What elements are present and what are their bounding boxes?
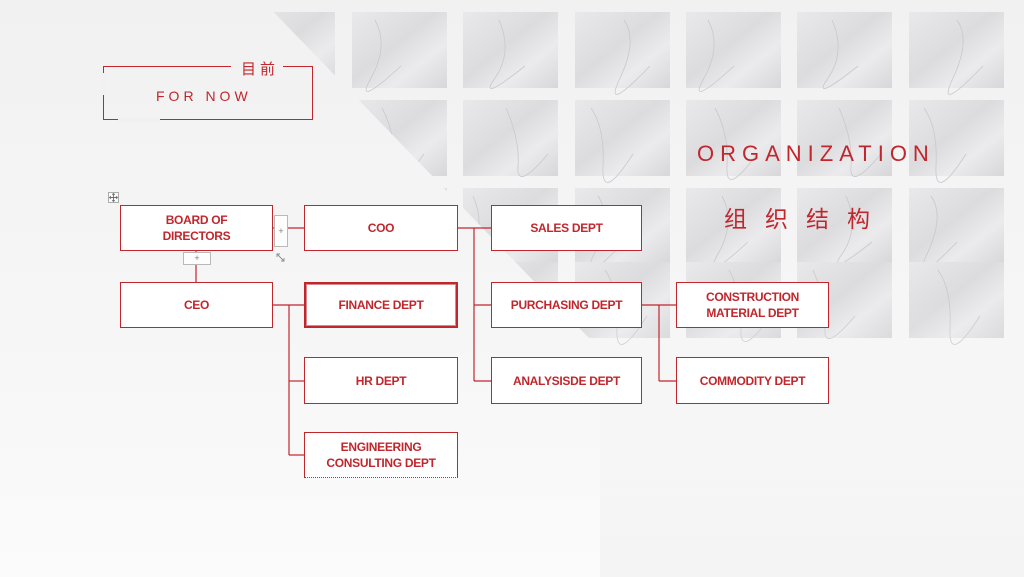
node-purchasing-dept[interactable]: PURCHASING DEPT	[491, 282, 642, 328]
move-arrows-icon[interactable]	[108, 192, 119, 203]
marble-vein	[822, 19, 859, 89]
marble-tile	[909, 12, 1004, 88]
marble-tile	[686, 188, 781, 264]
marble-vein	[836, 195, 873, 265]
marble-vein	[838, 107, 882, 177]
marble-tile	[463, 100, 558, 176]
node-engineering-consulting-dept[interactable]: ENGINEERING CONSULTING DEPT	[304, 432, 458, 478]
marble-vein	[712, 195, 749, 268]
marble-tile	[686, 12, 781, 88]
node-board-of-directors[interactable]: BOARD OF DIRECTORS	[120, 205, 273, 251]
marble-vein	[947, 19, 984, 95]
marble-vein	[698, 19, 735, 92]
marble-tile	[686, 100, 781, 176]
marble-tile	[797, 100, 892, 176]
marble-tile	[463, 12, 558, 88]
expand-below-handle[interactable]: +	[183, 252, 211, 265]
page-title-cn: 组织结构	[724, 207, 888, 233]
marble-vein	[489, 19, 526, 89]
node-ceo[interactable]: CEO	[120, 282, 273, 328]
node-commodity-dept[interactable]: COMMODITY DEPT	[676, 357, 829, 404]
section-label-cn: 目前	[241, 60, 280, 78]
marble-vein	[365, 19, 402, 92]
page-title: ORGANIZATION	[697, 141, 935, 166]
marble-vein	[923, 107, 967, 183]
marble-tile	[797, 12, 892, 88]
marble-tile	[352, 12, 447, 88]
resize-arrows-icon[interactable]	[275, 252, 286, 263]
section-label-en: FOR NOW	[156, 88, 252, 104]
marble-tile	[909, 100, 1004, 176]
node-sales-dept[interactable]: SALES DEPT	[491, 205, 642, 251]
marble-tile	[575, 12, 670, 88]
node-finance-dept[interactable]: FINANCE DEPT	[304, 282, 458, 328]
node-hr-dept[interactable]: HR DEPT	[304, 357, 458, 404]
section-label-frame	[100, 63, 313, 123]
marble-tile	[797, 188, 892, 264]
marble-tile	[909, 188, 1004, 264]
marble-vein	[614, 19, 651, 95]
marble-vein	[590, 107, 634, 183]
marble-vein	[714, 107, 758, 180]
node-construction-material-dept[interactable]: CONSTRUCTION MATERIAL DEPT	[676, 282, 829, 328]
marble-vein	[505, 107, 549, 177]
expand-right-handle[interactable]: +	[274, 215, 288, 247]
marble-tile	[575, 100, 670, 176]
node-coo[interactable]: COO	[304, 205, 458, 251]
node-analysisde-dept[interactable]: ANALYSISDE DEPT	[491, 357, 642, 404]
